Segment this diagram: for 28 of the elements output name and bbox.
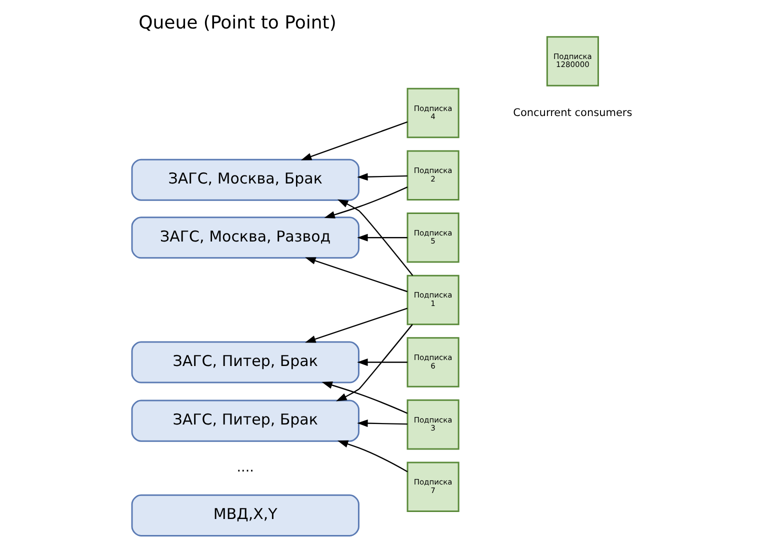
node-box: Подписка 3 bbox=[406, 399, 459, 450]
node-box: Подписка 4 bbox=[406, 88, 459, 138]
arrow bbox=[356, 234, 407, 242]
arrow bbox=[304, 257, 408, 292]
arrow bbox=[336, 199, 413, 276]
node-box: Подписка 2 bbox=[406, 150, 459, 200]
arrow bbox=[300, 121, 408, 160]
arrow bbox=[336, 440, 408, 472]
node-box: ЗАГС, Питер, Брак bbox=[130, 400, 359, 442]
node-box: ЗАГС, Москва, Брак bbox=[130, 158, 359, 201]
arrow bbox=[336, 324, 412, 402]
arrow bbox=[356, 420, 407, 428]
arrow bbox=[356, 358, 407, 366]
node-box: ЗАГС, Питер, Брак bbox=[130, 341, 359, 384]
node-box: Подписка 6 bbox=[406, 337, 459, 388]
diagram-title: Queue (Point to Point) bbox=[138, 12, 336, 34]
node-box: ЗАГС, Москва, Развод bbox=[130, 216, 359, 259]
arrow bbox=[321, 382, 408, 414]
arrow bbox=[304, 308, 408, 343]
node-box: Подписка 7 bbox=[406, 462, 459, 512]
node-box: МВД,X,Y bbox=[130, 494, 359, 536]
arrow bbox=[356, 173, 407, 181]
node-box: Подписка 5 bbox=[406, 212, 459, 263]
label: .... bbox=[236, 459, 254, 476]
label: Concurrent consumers bbox=[512, 106, 632, 119]
arrow bbox=[324, 186, 408, 218]
node-box: Подписка 1280000 bbox=[546, 36, 598, 86]
node-box: Подписка 1 bbox=[406, 274, 459, 326]
